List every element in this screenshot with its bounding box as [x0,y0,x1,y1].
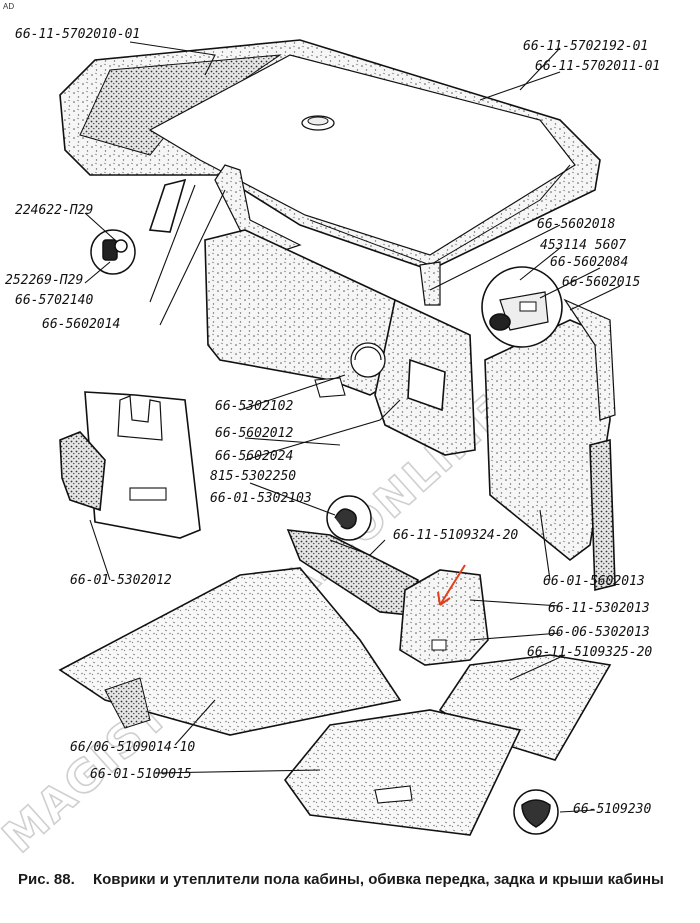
label-14: 66-5602024 [215,449,293,464]
label-15: 815-5302250 [210,469,296,484]
label-11: 66-5602015 [562,275,640,290]
label-12: 66-5302102 [215,399,293,414]
label-17: 66-11-5109324-20 [393,528,518,543]
part-labels: 66-11-5702010-01 66-11-5702192-01 66-11-… [5,27,660,817]
label-3: 66-11-5702011-01 [535,59,660,74]
fastener-detail [90,229,136,275]
label-18: 66-01-5302012 [70,573,172,588]
front-panel-right [481,266,616,592]
label-4: 224622-П29 [15,203,93,218]
left-side-panel [59,391,201,539]
seal-detail [326,495,372,541]
label-22: 66-11-5109325-20 [527,645,652,660]
back-wall-lining [204,229,476,456]
figure-caption: Рис. 88. Коврики и утеплители пола кабин… [18,868,688,891]
label-13: 66-5602012 [215,426,293,441]
label-6: 66-5702140 [15,293,93,308]
corner-mark: AD [3,2,15,11]
label-19: 66-01-5602013 [543,574,645,589]
label-9: 453114 5607 [540,238,626,253]
label-21: 66-06-5302013 [548,625,650,640]
roof-lining [59,39,601,306]
plug-detail [513,789,559,835]
figure-number: Рис. 88. [18,871,75,888]
bottom-floor-mat [283,709,522,836]
label-7: 66-5602014 [42,317,120,332]
red-pointer-arrow [437,564,466,606]
label-16: 66-01-5302103 [210,491,312,506]
label-1: 66-11-5702010-01 [15,27,140,42]
label-23: 66/06-5109014-10 [70,740,195,755]
figure-title: Коврики и утеплители пола кабины, обивка… [92,871,664,888]
label-24: 66-01-5109015 [90,767,192,782]
label-5: 252269-П29 [5,273,83,288]
label-10: 66-5602084 [550,255,628,270]
label-20: 66-11-5302013 [548,601,650,616]
main-floor-carpet [58,567,402,736]
label-25: 66-5109230 [573,802,651,817]
leader-lines [84,41,621,813]
front-floor-mat [399,564,489,666]
label-8: 66-5602018 [537,217,615,232]
label-2: 66-11-5702192-01 [523,39,648,54]
